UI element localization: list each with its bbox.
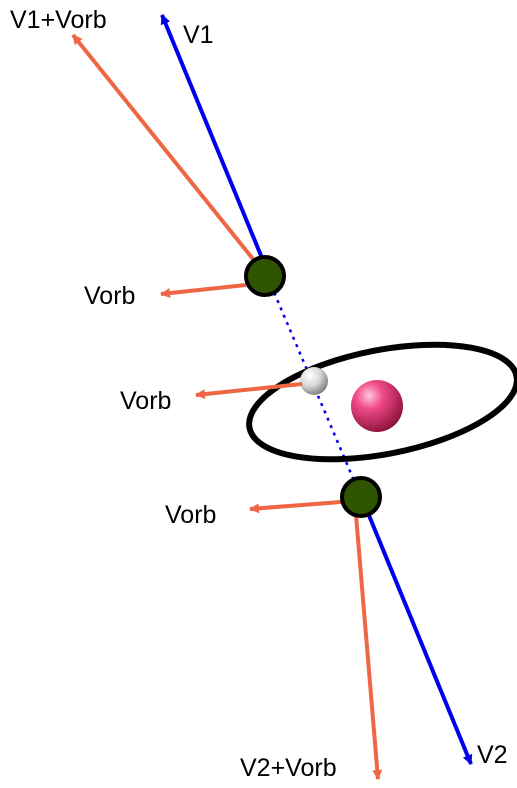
v2-arrow [366,512,473,765]
planet [351,380,403,432]
label-vorb-top: Vorb [84,282,136,310]
label-vorb-middle: Vorb [120,387,172,415]
label-v2: V2 [477,741,508,769]
label-v2-plus-vorb: V2+Vorb [240,754,337,782]
vorb-arrow-top [160,283,247,299]
v1-arrow [160,14,264,259]
spacecraft-after [340,476,382,518]
v1-plus-vorb-arrow [71,33,259,266]
label-v1-plus-vorb: V1+Vorb [10,6,107,34]
vorb-arrow-bottom [249,500,342,514]
label-v1: V1 [183,21,214,49]
moon [300,367,328,395]
label-vorb-bottom: Vorb [165,501,217,529]
spacecraft-before [244,255,286,297]
v2-plus-vorb-arrow [354,514,383,780]
vorb-arrow-middle [195,382,303,400]
